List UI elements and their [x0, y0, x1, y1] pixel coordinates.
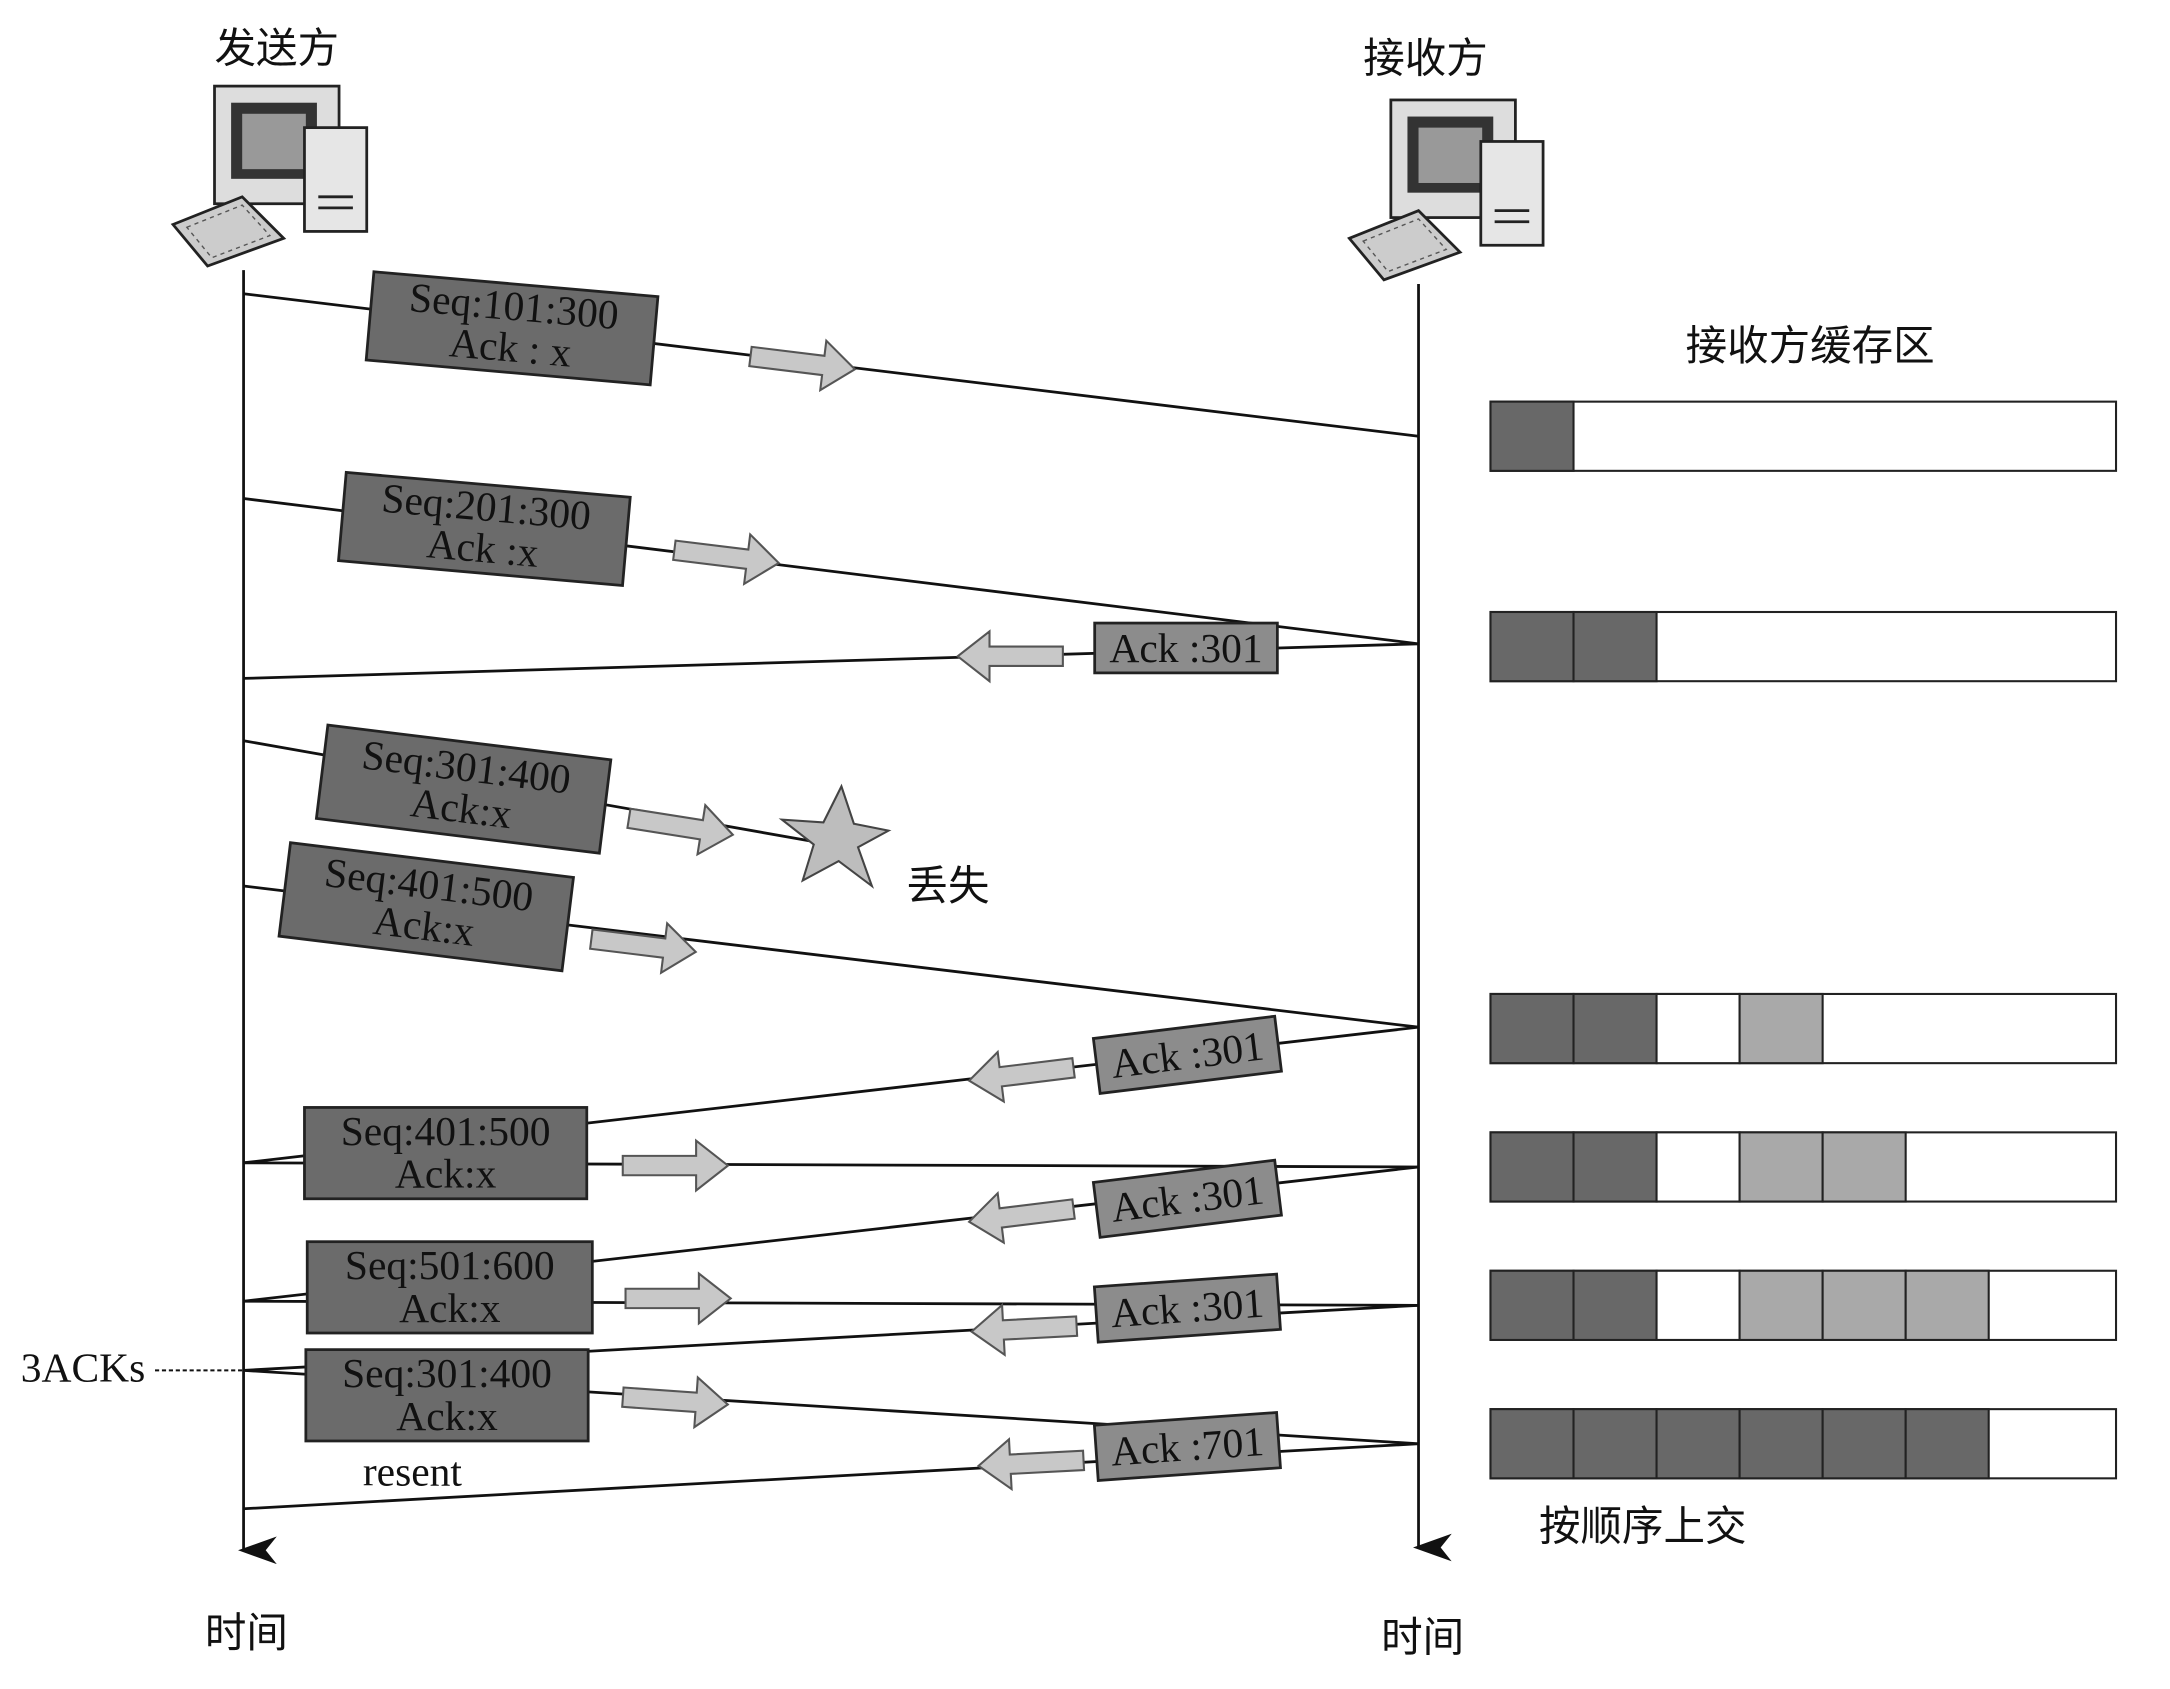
direction-arrows [588, 338, 1086, 1492]
packet-box: Seq:401:500 Ack:x [277, 841, 576, 973]
right-arrow-icon [672, 532, 781, 586]
receiver-label: 接收方 [1363, 33, 1488, 82]
buffer-cell [1655, 1269, 1741, 1341]
svg-text:Ack :701: Ack :701 [1109, 1418, 1265, 1475]
svg-text:Ack:x: Ack:x [399, 1285, 501, 1331]
right-arrow-icon [748, 338, 857, 393]
sender-computer-icon [171, 84, 369, 268]
sender-label: 发送方 [215, 24, 340, 73]
buffer-row [1489, 400, 2118, 472]
right-arrow-icon [624, 1271, 733, 1326]
svg-text:Seq:401:500: Seq:401:500 [341, 1108, 551, 1154]
receiver-computer-icon [1347, 98, 1545, 282]
svg-text:Seq:501:600: Seq:501:600 [345, 1242, 555, 1288]
svg-text:Ack:x: Ack:x [396, 1393, 498, 1439]
right-arrow-icon [588, 921, 698, 975]
receiver-buffer [1489, 400, 2118, 1480]
svg-text:Seq:301:400: Seq:301:400 [342, 1350, 552, 1396]
ack-box: Ack :701 [1092, 1411, 1282, 1482]
buffer-cell [1904, 1408, 1990, 1480]
three-acks-label: 3ACKs [21, 1344, 146, 1390]
buffer-cell [1821, 1408, 1907, 1480]
svg-text:Ack :301: Ack :301 [1109, 1280, 1265, 1337]
packet-box: Seq:301:400 Ack:x [314, 723, 613, 855]
left-arrow-icon [955, 629, 1064, 684]
ack-box: Ack :301 [1093, 621, 1279, 675]
packet-box: Seq:101:300 Ack : x [364, 270, 660, 387]
receiver-time-label: 时间 [1381, 1612, 1464, 1661]
packet-box: Seq:301:400 Ack:x [304, 1348, 590, 1443]
resent-label: resent [363, 1448, 463, 1494]
buffer-cell [1572, 992, 1658, 1065]
buffer-cell [1821, 1131, 1907, 1203]
buffer-row [1489, 1408, 2118, 1480]
buffer-row [1489, 610, 2118, 683]
right-arrow-icon [621, 1138, 730, 1193]
buffer-row [1489, 1269, 2118, 1341]
buffer-cell [1738, 1269, 1824, 1341]
buffer-cell [1655, 1131, 1741, 1203]
ack-box: Ack :301 [1092, 1272, 1282, 1344]
buffer-cell [1572, 1408, 1658, 1480]
ack-box: Ack :301 [1091, 1158, 1283, 1239]
buffer-cell [1821, 1269, 1907, 1341]
buffer-cell [1738, 1131, 1824, 1203]
buffer-cell [1572, 1131, 1658, 1203]
left-arrow-icon [967, 1049, 1076, 1104]
buffer-cell [1572, 1269, 1658, 1341]
right-arrow-icon [626, 802, 735, 857]
buffer-cell [1572, 610, 1658, 683]
buffer-title: 接收方缓存区 [1686, 321, 1935, 370]
buffer-cell [1489, 992, 1575, 1065]
left-arrow-icon [969, 1302, 1079, 1357]
lost-label: 丢失 [906, 861, 989, 910]
ack-box: Ack :301 [1091, 1014, 1283, 1096]
svg-text:Ack :x: Ack :x [425, 520, 541, 576]
buffer-row [1489, 1131, 2118, 1203]
buffer-cell [1489, 1408, 1575, 1480]
sender-time-label: 时间 [205, 1608, 288, 1657]
svg-text:Ack:x: Ack:x [395, 1151, 497, 1197]
svg-text:Ack : x: Ack : x [448, 319, 574, 375]
buffer-cell [1489, 1269, 1575, 1341]
buffer-cell [1489, 610, 1575, 683]
buffer-cell [1655, 992, 1741, 1065]
lost-star-icon [778, 783, 892, 889]
buffer-footer: 按顺序上交 [1539, 1502, 1747, 1551]
buffer-cell [1904, 1269, 1990, 1341]
left-arrow-icon [967, 1190, 1076, 1245]
packet-box: Seq:401:500 Ack:x [303, 1106, 589, 1201]
buffer-row [1489, 992, 2118, 1065]
buffer-cell [1489, 1131, 1575, 1203]
buffer-cell [1738, 992, 1824, 1065]
buffer-frame [1489, 400, 2118, 472]
packet-box: Seq:201:300 Ack :x [337, 470, 632, 588]
buffer-cell [1738, 1408, 1824, 1480]
right-arrow-icon [621, 1375, 730, 1430]
left-arrow-icon [976, 1437, 1086, 1492]
packet-box: Seq:501:600 Ack:x [305, 1240, 594, 1335]
buffer-cell [1489, 400, 1575, 472]
buffer-cell [1655, 1408, 1741, 1480]
svg-text:Ack :301: Ack :301 [1109, 625, 1262, 671]
